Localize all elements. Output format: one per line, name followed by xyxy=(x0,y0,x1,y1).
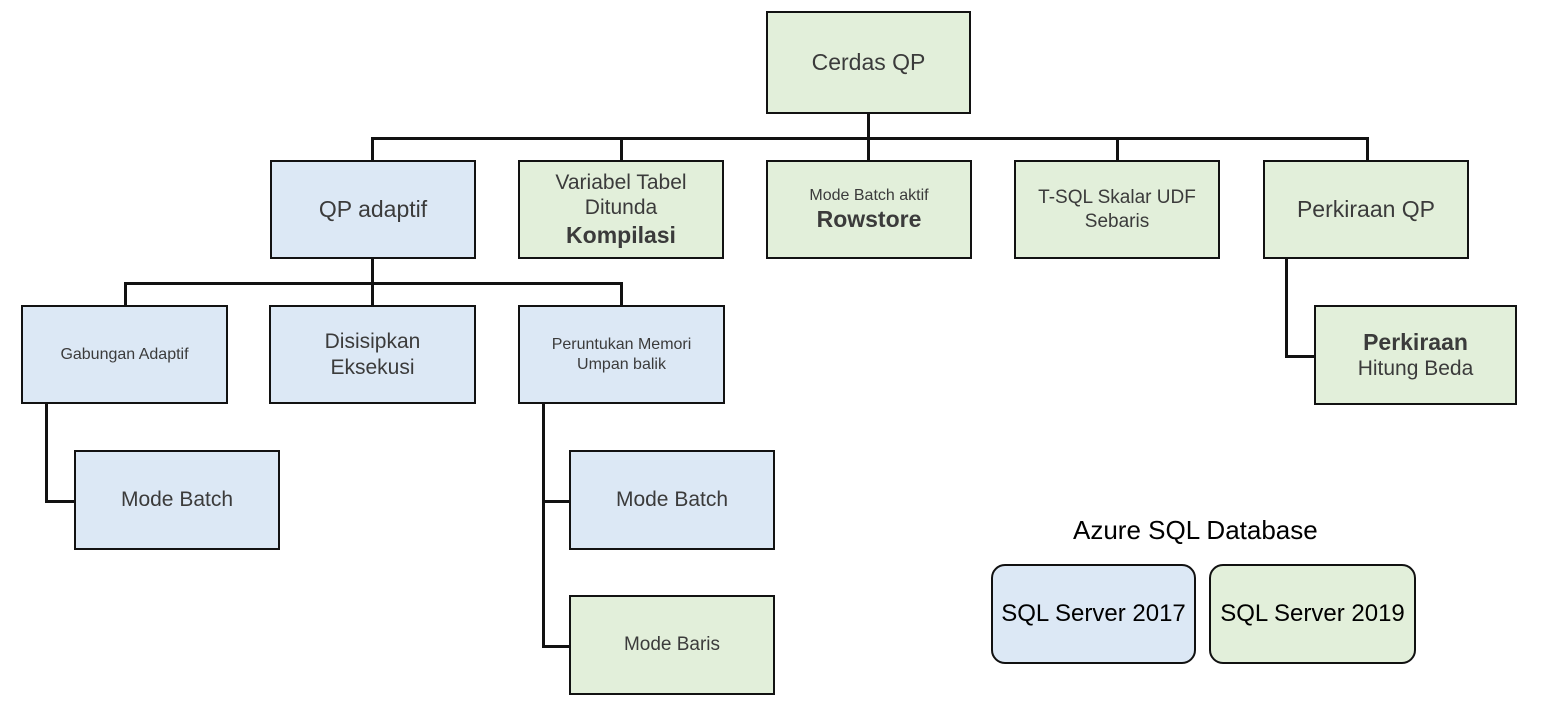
node-sebaris-label: Sebaris xyxy=(1084,210,1150,232)
connector-perkiraan-vertical xyxy=(1285,259,1288,357)
connector-qp-adaptif-stem xyxy=(371,259,374,284)
legend-title: Azure SQL Database xyxy=(1073,515,1318,545)
connector-perkiraan-horizontal xyxy=(1285,355,1317,358)
node-mode-batch-mid-label: Mode Batch xyxy=(615,488,729,512)
legend-item-sql-server-2017[interactable]: SQL Server 2017 xyxy=(991,564,1196,664)
node-variabel-tabel-ditunda-kompilasi[interactable]: Variabel Tabel Ditunda Kompilasi xyxy=(518,160,724,259)
node-cerdas-qp-label: Cerdas QP xyxy=(811,49,926,76)
node-qp-adaptif[interactable]: QP adaptif xyxy=(270,160,476,259)
node-mode-batch-left-label: Mode Batch xyxy=(120,488,234,512)
connector-drop-qp-adaptif xyxy=(371,137,374,160)
node-perkiraan-qp[interactable]: Perkiraan QP xyxy=(1263,160,1469,259)
connector-drop-gabungan-adaptif xyxy=(124,282,127,305)
connector-gabungan-vertical xyxy=(45,404,48,502)
node-umpan-balik-label: Umpan balik xyxy=(577,355,666,373)
connector-drop-mode-batch-rowstore xyxy=(867,137,870,160)
node-variabel-tabel-line2: Ditunda xyxy=(584,196,658,220)
node-perkiraan-label: Perkiraan xyxy=(1363,329,1468,356)
legend-item-sql-server-2017-label: SQL Server 2017 xyxy=(1001,600,1186,627)
connector-drop-perkiraan-qp xyxy=(1366,137,1369,160)
connector-peruntukan-to-mode-baris xyxy=(542,645,572,648)
node-mode-batch-mid[interactable]: Mode Batch xyxy=(569,450,775,550)
node-mode-batch-left[interactable]: Mode Batch xyxy=(74,450,280,550)
node-tsql-skalar-udf-label: T-SQL Skalar UDF xyxy=(1038,187,1196,209)
connector-root-stem xyxy=(867,114,870,139)
connector-drop-peruntukan-memori xyxy=(620,282,623,305)
node-tsql-skalar-udf-sebaris[interactable]: T-SQL Skalar UDF Sebaris xyxy=(1014,160,1220,259)
connector-drop-variabel-tabel xyxy=(620,137,623,160)
node-mode-baris-mid-label: Mode Baris xyxy=(623,634,721,656)
connector-peruntukan-to-mode-batch xyxy=(542,500,572,503)
connector-drop-disisipkan-eksekusi xyxy=(371,282,374,305)
node-hitung-beda-label: Hitung Beda xyxy=(1357,357,1474,381)
connector-main-bus xyxy=(371,137,1368,140)
node-variabel-tabel-line1: Variabel Tabel xyxy=(555,170,687,194)
node-disisipkan-eksekusi[interactable]: Disisipkan Eksekusi xyxy=(269,305,476,404)
node-gabungan-adaptif[interactable]: Gabungan Adaptif xyxy=(21,305,228,404)
node-cerdas-qp[interactable]: Cerdas QP xyxy=(766,11,971,114)
node-mode-baris-mid[interactable]: Mode Baris xyxy=(569,595,775,695)
node-perkiraan-qp-label: Perkiraan QP xyxy=(1296,196,1436,223)
node-gabungan-adaptif-label: Gabungan Adaptif xyxy=(60,345,189,363)
node-perkiraan-hitung-beda[interactable]: Perkiraan Hitung Beda xyxy=(1314,305,1517,405)
legend-item-sql-server-2019[interactable]: SQL Server 2019 xyxy=(1209,564,1416,664)
node-peruntukan-memori-umpan-balik[interactable]: Peruntukan Memori Umpan balik xyxy=(518,305,725,404)
node-rowstore-label: Rowstore xyxy=(816,206,922,233)
node-mode-batch-aktif-label: Mode Batch aktif xyxy=(809,186,929,204)
node-disisipkan-label: Disisipkan xyxy=(324,329,421,353)
legend-item-sql-server-2019-label: SQL Server 2019 xyxy=(1220,600,1405,627)
node-peruntukan-memori-label: Peruntukan Memori xyxy=(551,335,692,353)
node-eksekusi-label: Eksekusi xyxy=(330,355,415,379)
node-qp-adaptif-label: QP adaptif xyxy=(318,196,428,223)
connector-peruntukan-vertical xyxy=(542,404,545,647)
connector-gabungan-horizontal xyxy=(45,500,77,503)
connector-drop-tsql-skalar-udf xyxy=(1116,137,1119,160)
node-mode-batch-aktif-rowstore[interactable]: Mode Batch aktif Rowstore xyxy=(766,160,972,259)
node-variabel-tabel-line3: Kompilasi xyxy=(566,222,676,249)
